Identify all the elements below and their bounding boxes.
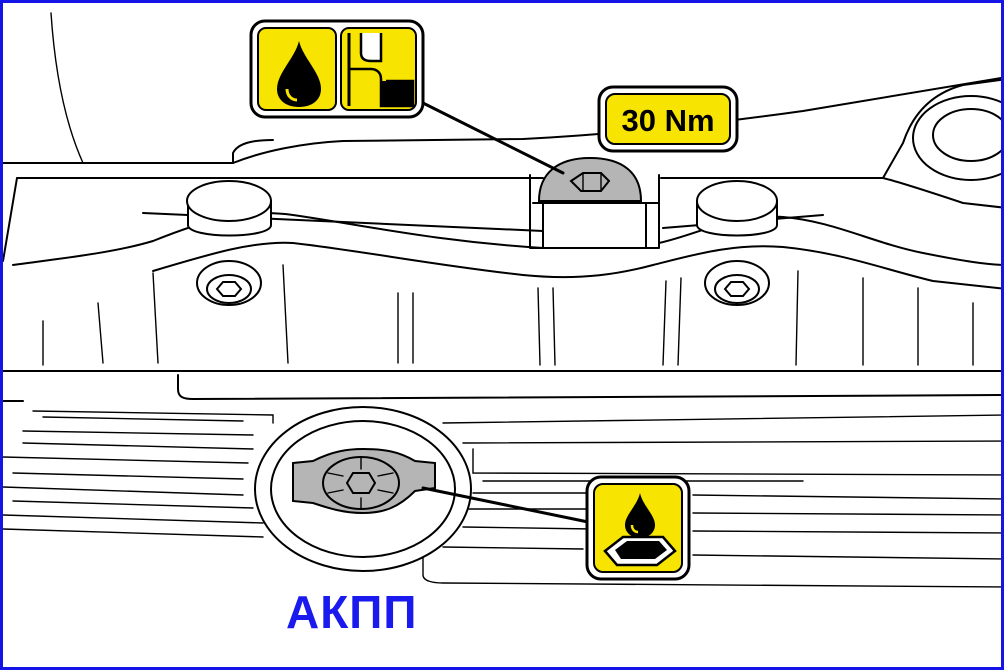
fill-level-icon xyxy=(347,33,415,108)
drain-icon-group xyxy=(585,475,691,581)
housing-ribs xyxy=(42,264,974,366)
oil-drop-icon xyxy=(277,41,321,107)
ring-boss-top-right xyxy=(912,95,1001,181)
leader-lines xyxy=(411,96,595,525)
boss-right xyxy=(696,180,778,237)
drain-plug xyxy=(292,447,436,515)
flange-outline xyxy=(12,212,1001,290)
fill-icon-group xyxy=(249,19,425,119)
oil-pan-rails xyxy=(3,370,1001,588)
hex-fill-plug xyxy=(537,156,643,202)
boss-left xyxy=(186,180,272,237)
hex-bolt-left xyxy=(196,260,262,306)
transmission-diagram: 30 Nm xyxy=(3,12,1001,588)
oil-drain-icon xyxy=(603,493,677,567)
transmission-caption: АКПП xyxy=(286,586,418,638)
torque-badge: 30 Nm xyxy=(597,85,739,153)
torque-label: 30 Nm xyxy=(621,103,714,138)
fill-plug-housing xyxy=(529,174,660,249)
upper-housing-outline xyxy=(3,12,1001,262)
hex-bolt-right xyxy=(704,260,770,306)
